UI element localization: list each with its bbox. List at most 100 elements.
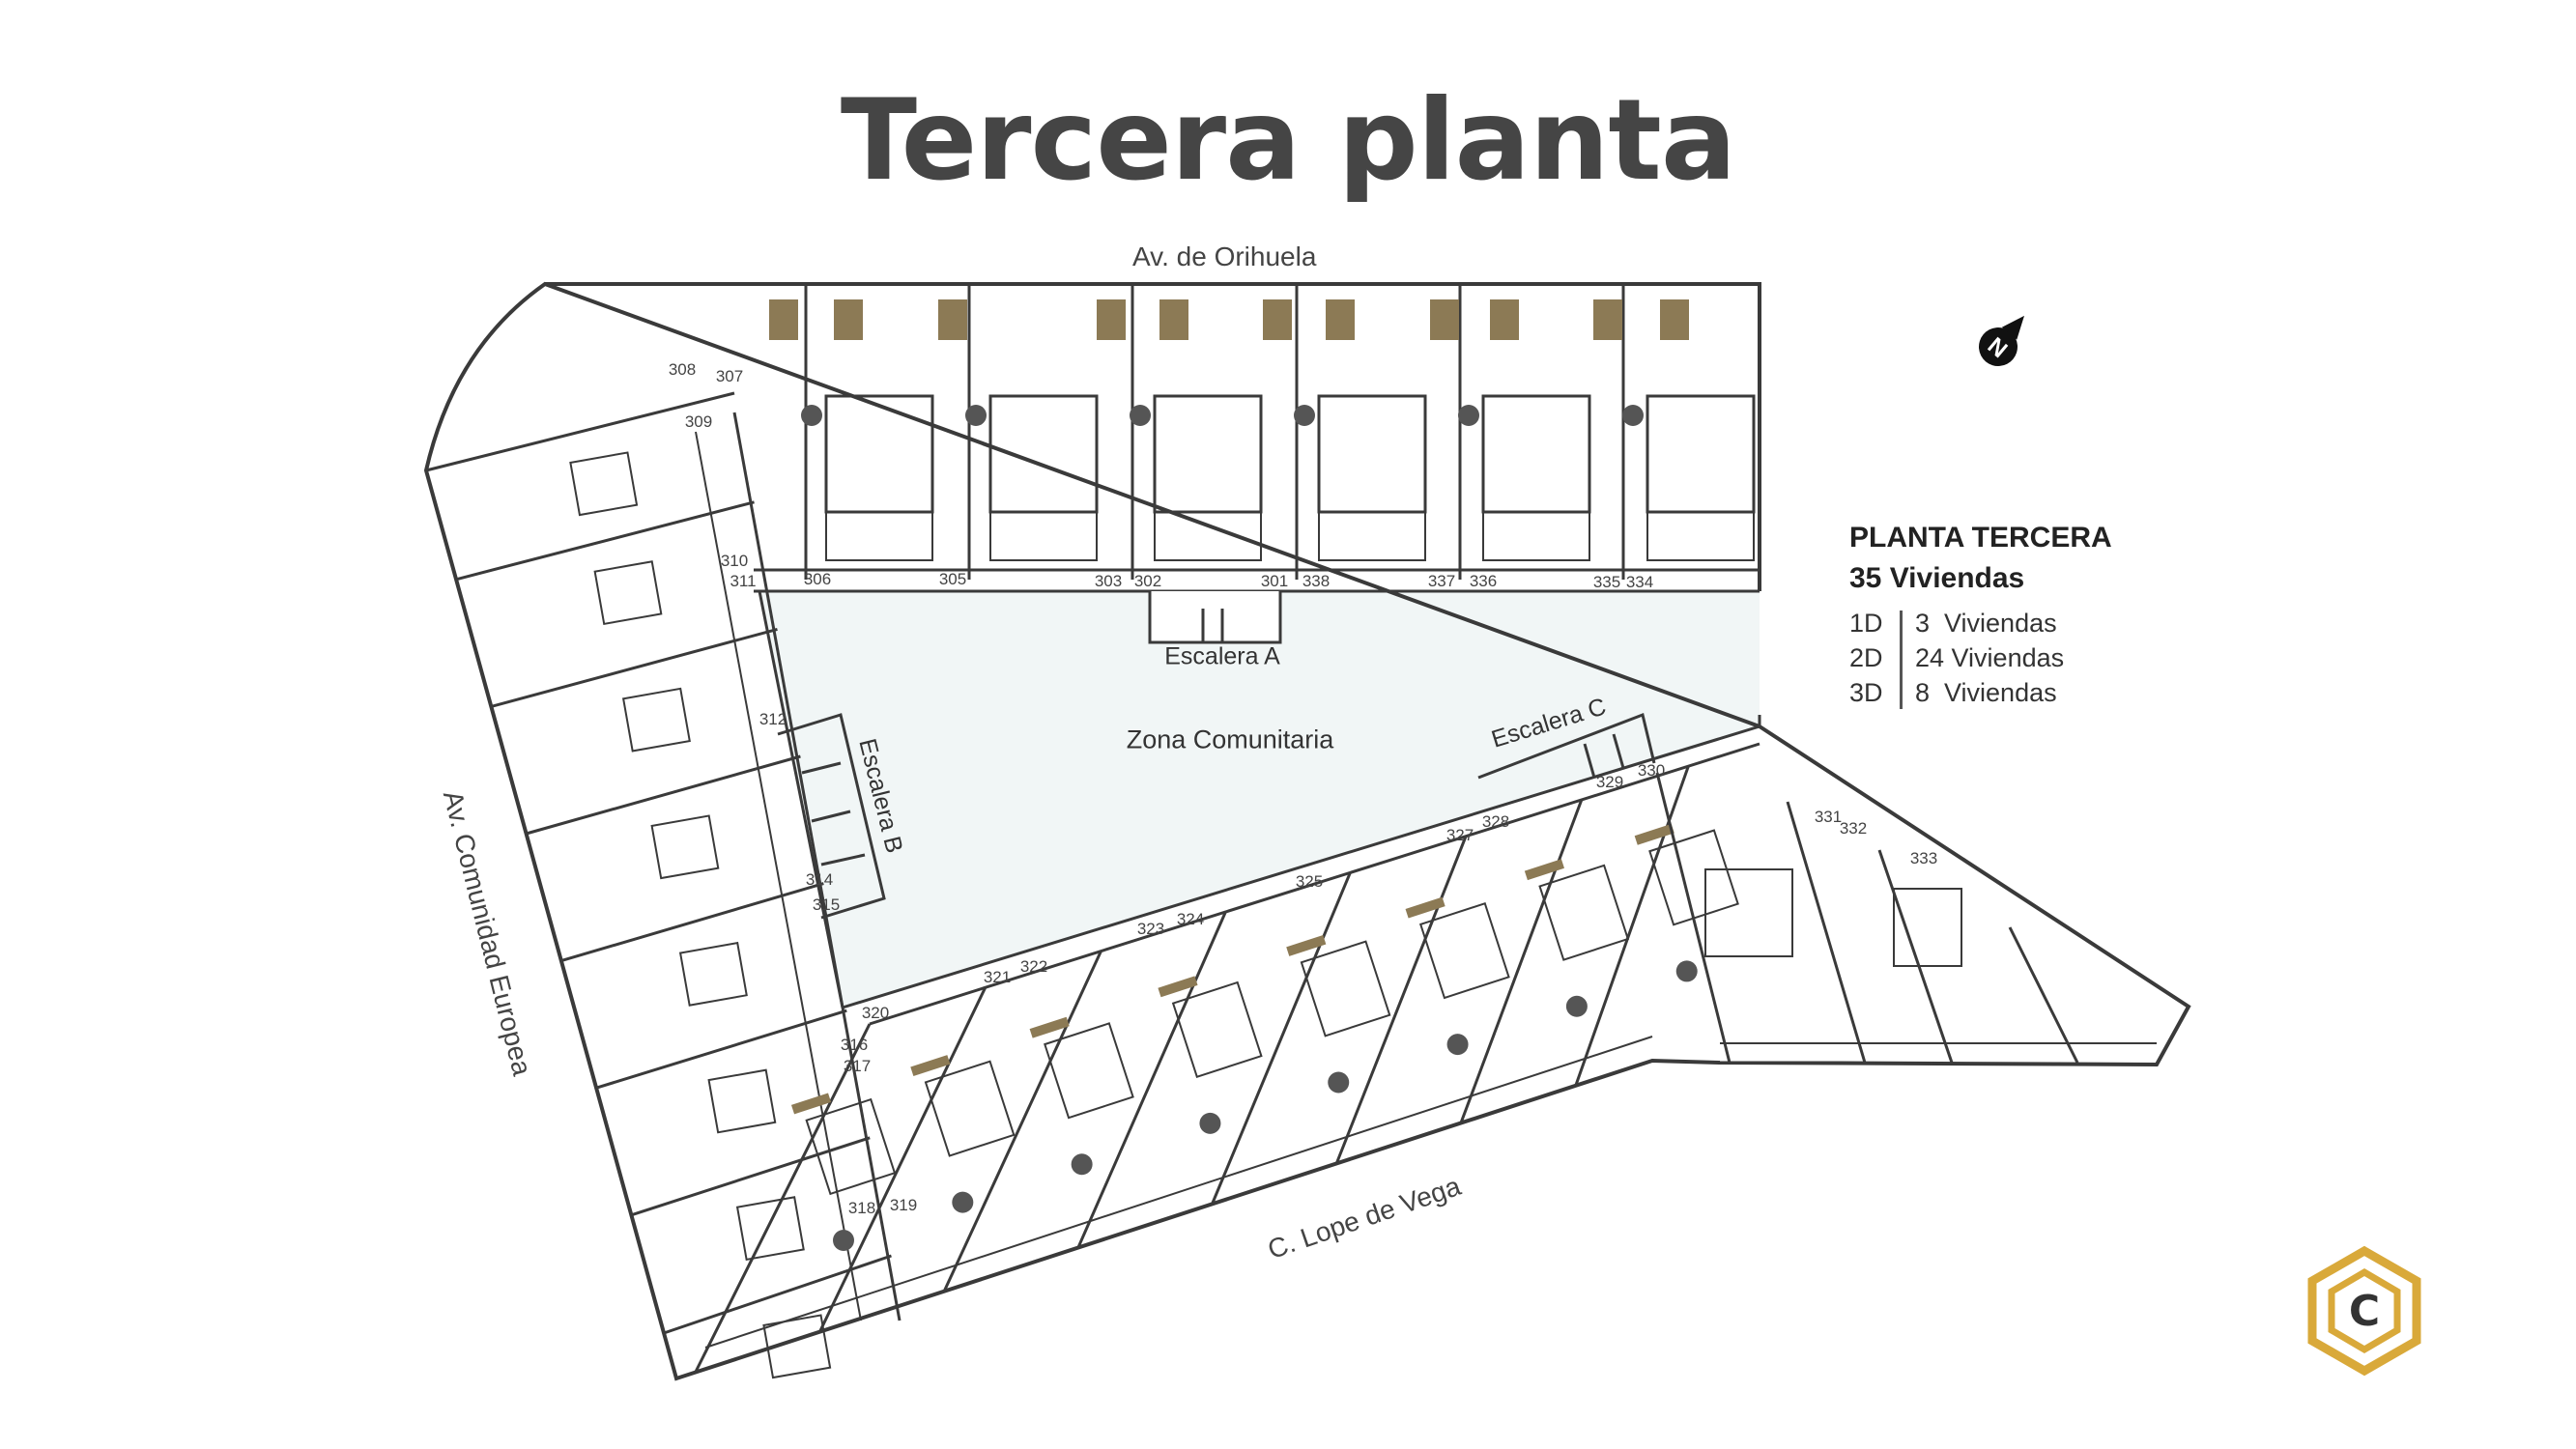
unit-divider — [1076, 911, 1227, 1248]
top-unit-row — [754, 284, 1760, 580]
room — [825, 511, 933, 561]
unit-number-label: 312 — [758, 710, 787, 728]
escalera-a-label: Escalera A — [1164, 642, 1280, 670]
unit-divider — [455, 500, 755, 582]
unit-number-label: 317 — [843, 1057, 872, 1075]
terrace-wall — [704, 1036, 1653, 1349]
unit-number-label: 336 — [1469, 572, 1498, 590]
room — [1648, 829, 1739, 926]
wood-element — [769, 299, 798, 340]
room — [1646, 511, 1755, 561]
room — [924, 1060, 1016, 1157]
room — [805, 1097, 897, 1196]
room — [1646, 394, 1756, 514]
unit-number-label: 318 — [847, 1199, 876, 1217]
legend-type-1d: 1D — [1849, 609, 1883, 638]
stair-icon — [1294, 405, 1315, 426]
room — [762, 1314, 832, 1379]
room — [707, 1068, 777, 1134]
unit-number-label: 303 — [1094, 572, 1123, 590]
wood-element — [1405, 896, 1445, 919]
unit-number-label: 305 — [938, 570, 967, 588]
unit-divider — [694, 1023, 872, 1373]
unit-number-label: 306 — [803, 570, 832, 588]
wood-element — [1159, 299, 1188, 340]
room — [824, 394, 934, 514]
unit-divider — [1786, 801, 1867, 1064]
legend-count-1d: 3 Viviendas — [1915, 609, 2057, 638]
unit-divider — [663, 1254, 892, 1335]
unit-divider — [943, 950, 1102, 1292]
stair-icon — [1675, 960, 1698, 982]
right-unit-wing — [1655, 772, 2157, 1064]
unit-number-label: 330 — [1637, 761, 1666, 780]
legend-type-3d: 3D — [1849, 678, 1883, 707]
wood-element — [1524, 859, 1564, 881]
unit-number-label: 302 — [1133, 572, 1162, 590]
unit-number-label: 328 — [1481, 812, 1510, 831]
escalera-c-block — [1477, 712, 1656, 780]
stair-icon — [952, 1191, 974, 1213]
legend-total: 35 Viviendas — [1849, 562, 2025, 594]
stair-icon — [965, 405, 987, 426]
unit-divider — [595, 1009, 847, 1090]
legend-type-2d: 2D — [1849, 643, 1883, 672]
stair-icon — [1622, 405, 1644, 426]
unit-number-label: 301 — [1260, 572, 1289, 590]
wood-element — [1490, 299, 1519, 340]
room — [593, 560, 663, 626]
left-unit-column — [425, 391, 902, 1379]
stair-icon — [1565, 995, 1588, 1017]
unit-number-label: 311 — [730, 572, 757, 590]
room — [1044, 1022, 1134, 1120]
corridor-wall — [732, 412, 902, 1321]
unit-number-label: 314 — [805, 870, 834, 889]
room — [1538, 864, 1630, 961]
unit-number-label: 332 — [1839, 819, 1868, 838]
unit-number-label: 338 — [1302, 572, 1331, 590]
unit-number-label: 315 — [812, 895, 841, 914]
unit-divider — [1334, 836, 1468, 1164]
unit-divider — [2008, 926, 2079, 1064]
room — [1893, 888, 1962, 967]
stair-icon — [1446, 1034, 1469, 1056]
unit-divider — [425, 391, 735, 472]
unit-number-label: 329 — [1595, 773, 1624, 791]
legend-heading: PLANTA TERCERA — [1849, 522, 2112, 554]
wood-element — [1029, 1016, 1070, 1038]
stair-icon — [1458, 405, 1479, 426]
escalera-b-block — [777, 713, 886, 920]
wood-element — [910, 1055, 951, 1076]
room — [1704, 868, 1793, 957]
unit-number-label: 331 — [1814, 808, 1843, 826]
courtyard-label: Zona Comunitaria — [1126, 724, 1334, 754]
unit-number-label: 310 — [720, 552, 749, 570]
room — [989, 511, 1098, 561]
corridor-wall — [869, 742, 1760, 1026]
stair-icon — [1199, 1112, 1221, 1134]
room — [621, 687, 691, 753]
unit-divider — [1655, 772, 1732, 1064]
legend-count-3d: 8 Viviendas — [1915, 678, 2057, 707]
wood-element — [1158, 976, 1198, 998]
building-outline — [423, 281, 2191, 1381]
unit-number-label: 325 — [1295, 872, 1324, 891]
unit-number-label: 323 — [1136, 920, 1165, 938]
wood-element — [1263, 299, 1292, 340]
room — [678, 941, 748, 1007]
wood-element — [1286, 934, 1327, 956]
brand-logo-icon: C — [2307, 1245, 2421, 1377]
room — [1154, 511, 1262, 561]
wood-element — [790, 1093, 832, 1115]
courtyard-area — [759, 591, 1760, 1008]
wood-element — [1430, 299, 1459, 340]
unit-number-label: 335 — [1592, 573, 1621, 591]
corridor-wall — [695, 431, 862, 1321]
unit-number-label: 334 — [1625, 573, 1654, 591]
stair-icon — [833, 1230, 854, 1251]
stair-icon — [801, 405, 822, 426]
compass-icon: N — [1979, 315, 2024, 366]
stair-icon — [1130, 405, 1151, 426]
stair-icon — [1071, 1153, 1093, 1176]
